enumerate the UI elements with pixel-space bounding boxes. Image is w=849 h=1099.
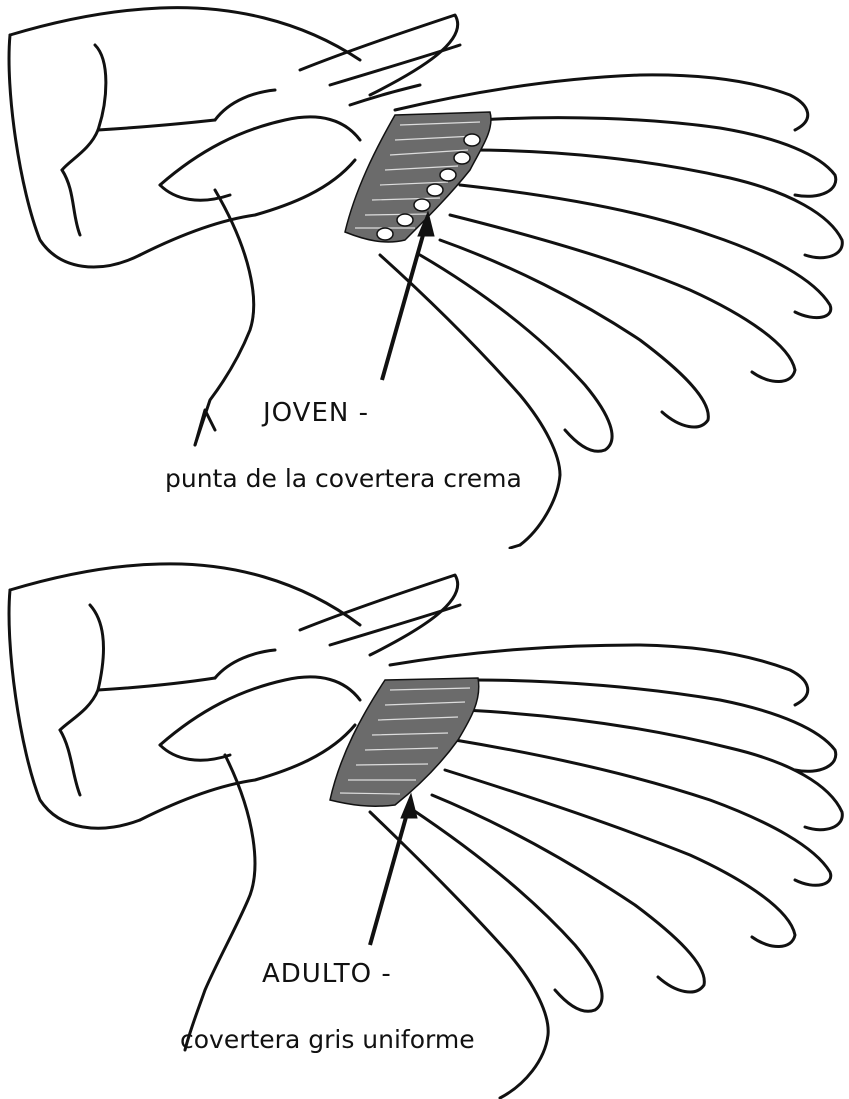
arrow-icon: [370, 794, 417, 945]
finger-line: [185, 755, 255, 1050]
hand-holding-wing-illustration: [0, 550, 849, 1099]
age-caption: punta de la covertera crema: [165, 464, 522, 493]
hand-outline: [10, 8, 360, 60]
panel-joven: JOVEN - punta de la covertera crema: [0, 0, 849, 549]
age-label: ADULTO -: [262, 959, 392, 989]
age-label: JOVEN -: [263, 398, 369, 428]
greater-coverts: [345, 112, 491, 242]
greater-coverts: [330, 678, 479, 806]
age-caption: covertera gris uniforme: [180, 1025, 475, 1054]
hand-outline: [10, 564, 360, 625]
panel-adulto: ADULTO - covertera gris uniforme: [0, 550, 849, 1099]
